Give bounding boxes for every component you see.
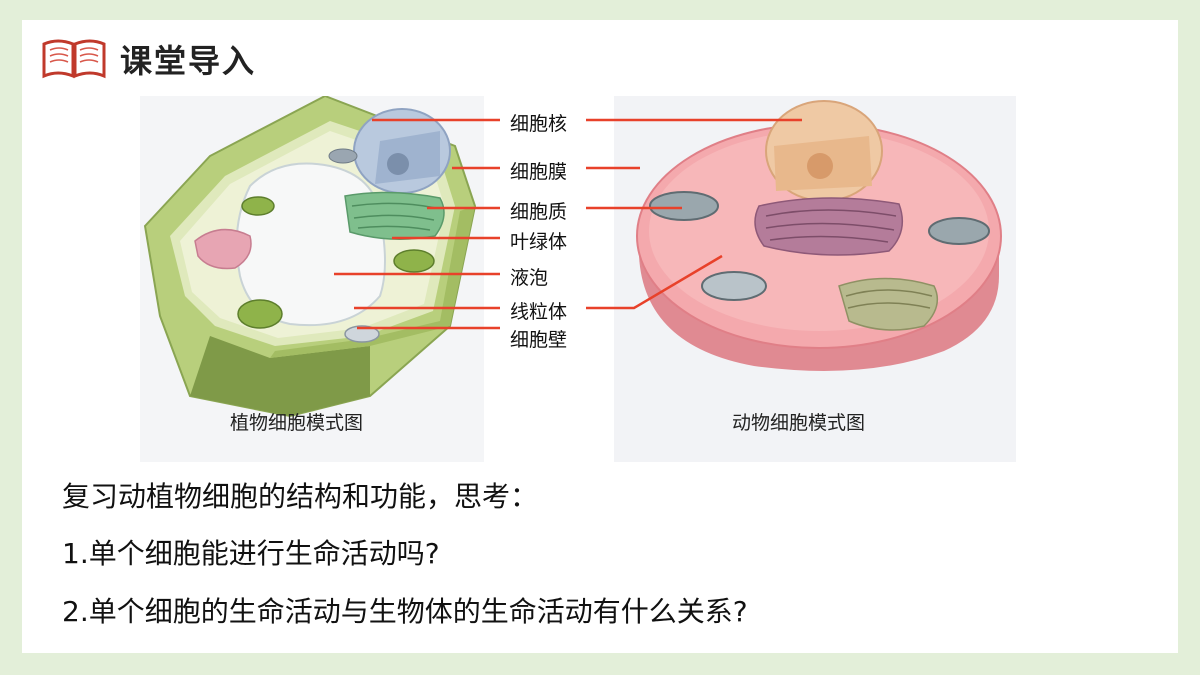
label-vacuole: 液泡	[510, 267, 549, 289]
label-cell-wall: 细胞壁	[510, 329, 568, 351]
page-title: 课堂导入	[120, 42, 257, 80]
question-2: 2.单个细胞的生命活动与生物体的生命活动有什么关系?	[62, 595, 748, 628]
open-book-icon	[42, 39, 106, 79]
label-chloroplast: 叶绿体	[510, 231, 568, 253]
label-nucleus: 细胞核	[510, 113, 568, 135]
label-cytoplasm: 细胞质	[510, 201, 568, 223]
plant-cell-illustration	[143, 96, 477, 418]
plant-cell-caption: 植物细胞模式图	[230, 412, 364, 434]
animal-cell-illustration	[636, 100, 1002, 371]
intro-text: 复习动植物细胞的结构和功能，思考：	[62, 480, 539, 513]
pointer-lines	[334, 118, 802, 330]
label-cell-membrane: 细胞膜	[510, 161, 568, 183]
cell-diagram: 细胞核 细胞膜 细胞质 叶绿体 液泡 线粒体 细胞壁 植物细胞模式图 动物细胞模…	[22, 20, 1178, 462]
question-1: 1.单个细胞能进行生命活动吗?	[62, 537, 440, 570]
animal-cell-caption: 动物细胞模式图	[732, 412, 866, 434]
label-mitochondrion: 线粒体	[510, 301, 568, 323]
slide: 课堂导入	[22, 20, 1178, 653]
